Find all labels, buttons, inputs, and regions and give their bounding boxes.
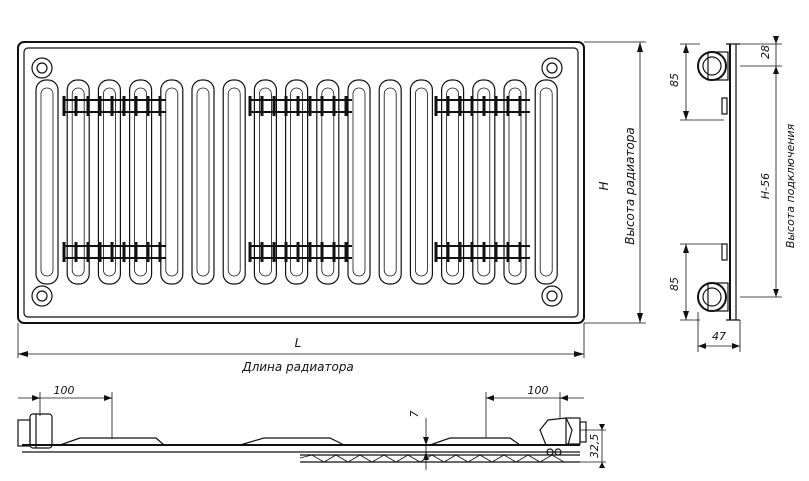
- radiator-fin: [503, 79, 527, 285]
- convector-clip: [272, 96, 276, 262]
- convector-clip: [86, 96, 90, 262]
- convector-clip: [506, 96, 510, 262]
- convector-bars: [62, 96, 530, 262]
- convector-clip: [296, 96, 300, 262]
- height-caption: Высота радиатора: [623, 127, 637, 245]
- height-symbol: H: [597, 181, 611, 190]
- convector-clip: [470, 96, 474, 262]
- convector-clip: [74, 96, 78, 262]
- radiator-fin: [441, 79, 465, 285]
- bracket-top: [721, 97, 728, 115]
- radiator-fin: [160, 79, 184, 285]
- radiator-inner-outline: [23, 47, 579, 318]
- nipple-bottom: [697, 282, 729, 312]
- convector-clip: [344, 96, 348, 262]
- radiator-fin: [347, 79, 371, 285]
- convector-zigzag: [299, 454, 565, 463]
- bracket-left: [59, 437, 165, 446]
- front-view: L Длина радиатора H Высота радиатора: [17, 41, 646, 374]
- dim-gap: 7: [408, 411, 421, 418]
- convector-clip: [320, 96, 324, 262]
- bracket-middle: [239, 437, 345, 446]
- corner-plug-bottom-right: [541, 285, 563, 307]
- connector-left: [17, 413, 53, 449]
- convector-clip: [98, 96, 102, 262]
- convector-clip: [494, 96, 498, 262]
- radiator-fin: [316, 79, 340, 285]
- connector-right: [539, 417, 587, 456]
- radiator-fins: [35, 79, 558, 285]
- zigzag-line: [299, 454, 565, 463]
- corner-plug-bottom-left: [31, 285, 53, 307]
- radiator-outline: [17, 41, 585, 324]
- bottom-view: 100 100 7 32,5: [17, 384, 606, 470]
- convector-clip: [122, 96, 126, 262]
- bracket-right: [429, 437, 521, 446]
- radiator-fin: [35, 79, 59, 285]
- convector-clip: [458, 96, 462, 262]
- nipple-top: [697, 51, 729, 81]
- radiator-fin: [285, 79, 309, 285]
- dim-bottom-nipple: 85: [668, 277, 681, 291]
- radiator-fin: [191, 79, 215, 285]
- dim-top-nipple: 85: [668, 73, 681, 87]
- convector-clip: [332, 96, 336, 262]
- dimension-length: L Длина радиатора: [17, 323, 585, 374]
- convector-clip: [134, 96, 138, 262]
- convector-clip: [446, 96, 450, 262]
- dim-offset: 32,5: [588, 434, 601, 459]
- radiator-fin: [97, 79, 122, 285]
- radiator-fin: [66, 79, 90, 285]
- convector-clip: [434, 96, 438, 262]
- convector-clip: [62, 96, 66, 262]
- dim-right: 100: [528, 384, 549, 397]
- dim-left: 100: [54, 384, 75, 397]
- dimension-height: H Высота радиатора: [584, 41, 646, 324]
- radiator-fin: [253, 79, 277, 285]
- convector-clip: [482, 96, 486, 262]
- convector-clip: [284, 96, 288, 262]
- convector-clip: [248, 96, 252, 262]
- dim-connection-caption: Высота подключения: [784, 123, 797, 248]
- length-symbol: L: [295, 336, 302, 350]
- radiator-fin: [129, 79, 153, 285]
- radiator-fin: [472, 79, 496, 285]
- convector-clip: [308, 96, 312, 262]
- dim-top-offset: 28: [759, 45, 772, 59]
- convector-clip: [146, 96, 150, 262]
- radiator-fin: [534, 79, 558, 285]
- dim-depth: 47: [712, 330, 726, 343]
- convector-clip: [518, 96, 522, 262]
- convector-clip: [158, 96, 162, 262]
- dim-connection: H-56: [759, 173, 772, 199]
- corner-plug-top-left: [31, 57, 53, 79]
- convector-clip: [260, 96, 264, 262]
- radiator-fin: [409, 79, 433, 285]
- corner-plug-top-right: [541, 57, 563, 79]
- length-caption: Длина радиатора: [241, 360, 354, 374]
- radiator-fin: [222, 79, 246, 285]
- radiator-fin: [378, 79, 402, 285]
- bracket-bottom: [721, 243, 728, 261]
- side-view: 85 85 28 H-56 Высота подключения 47: [668, 36, 797, 352]
- convector-clip: [110, 96, 114, 262]
